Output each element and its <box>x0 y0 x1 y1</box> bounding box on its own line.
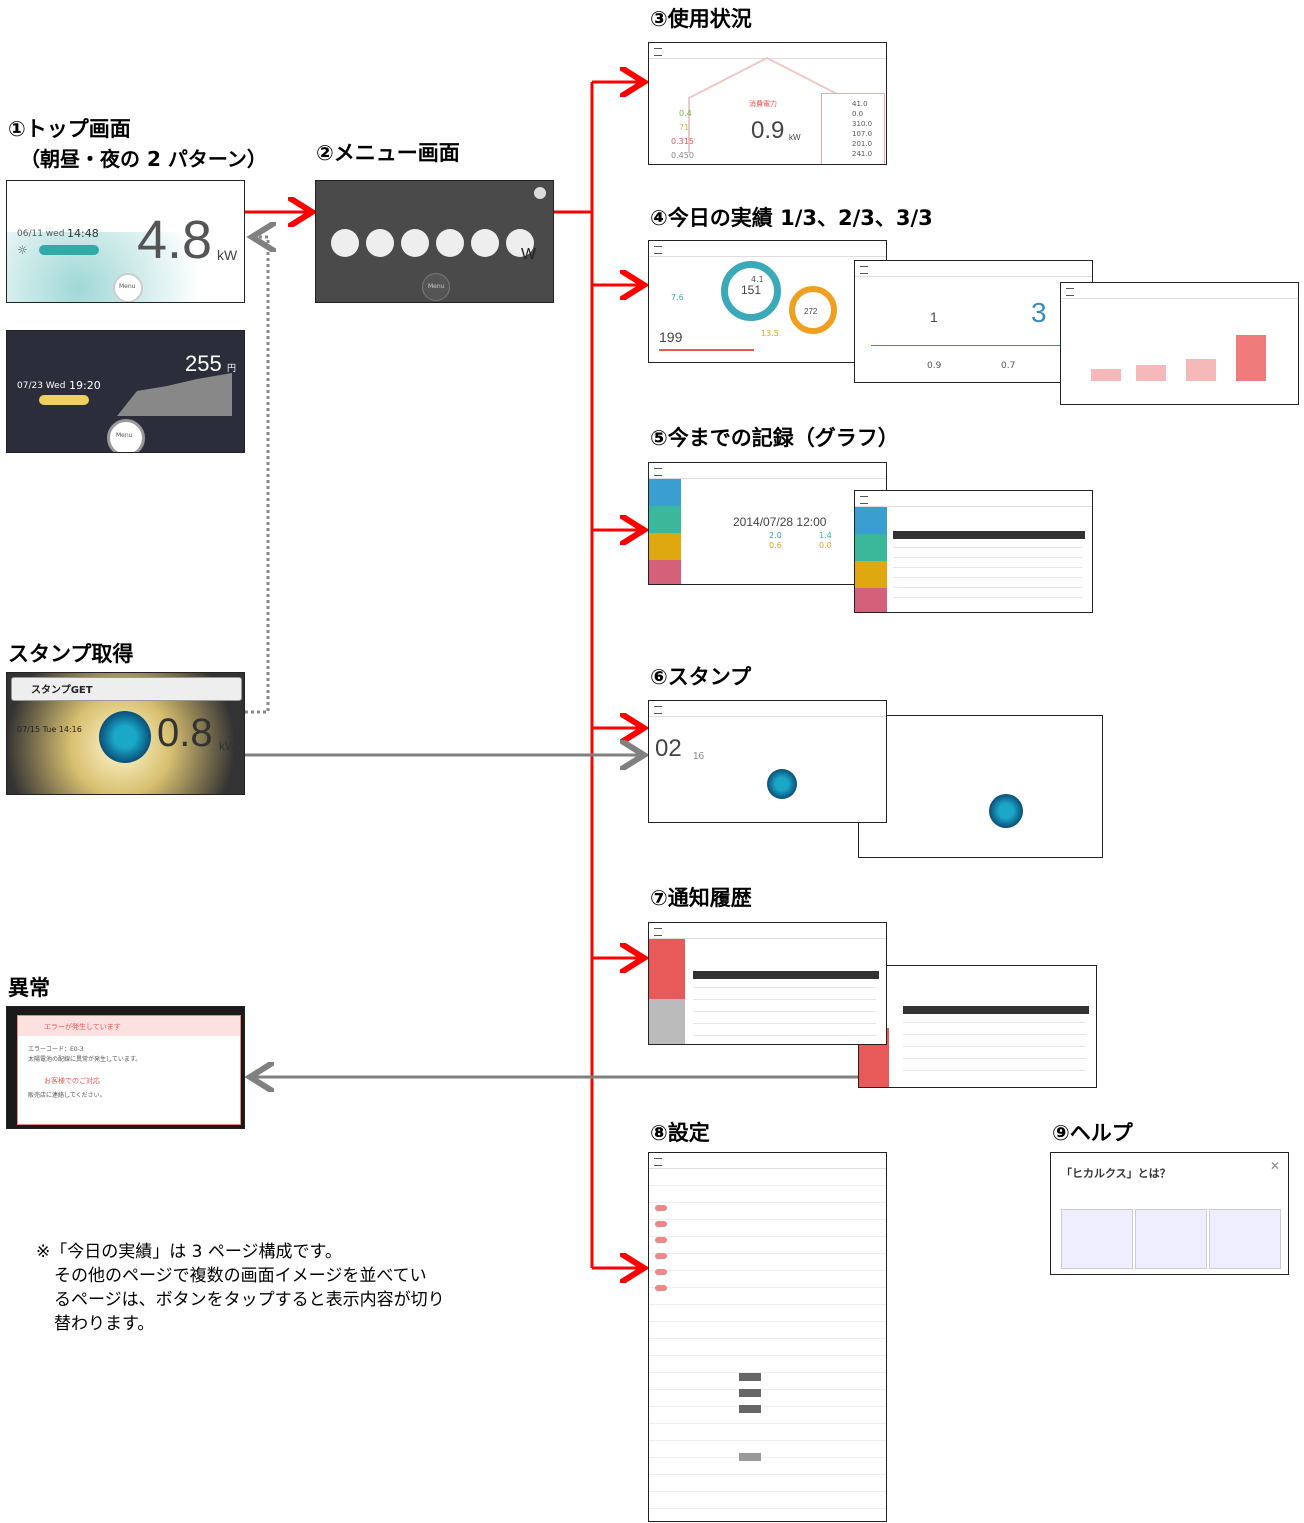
screen-records-1[interactable]: 2014/07/28 12:00 2.0 1.4 0.6 0.0 <box>648 462 887 585</box>
label-today-results: ④今日の実績 1/3、2/3、3/3 <box>650 206 933 230</box>
screen-today-1[interactable]: 151 272 199 7.6 13.5 4.1 <box>648 240 887 363</box>
stamp-get-time: 07/15 Tue 14:16 <box>17 725 82 734</box>
label-top-screen-sub: （朝昼・夜の 2 パターン） <box>20 147 267 171</box>
menu-button[interactable]: Menu <box>113 273 143 302</box>
menu-item-icon[interactable] <box>366 229 394 257</box>
menu-item-icon[interactable] <box>436 229 464 257</box>
menu-button[interactable]: Menu <box>107 419 145 452</box>
top-night-time: 19:20 <box>69 379 101 392</box>
menu-unit: W <box>521 246 537 263</box>
top-day-value: 4.8 <box>137 210 213 270</box>
label-stamp-get: スタンプ取得 <box>8 642 134 666</box>
screen-notifications-1[interactable] <box>648 922 887 1045</box>
label-top-screen: ①トップ画面 <box>8 117 131 141</box>
consumption-ring <box>789 286 837 334</box>
top-night-unit: 円 <box>227 363 237 373</box>
label-settings: ⑧設定 <box>650 1121 710 1145</box>
screen-top-night[interactable]: 07/23 Wed 19:20 255 円 Menu <box>6 330 245 453</box>
stamp-count: 02 <box>655 735 682 762</box>
screen-today-2[interactable]: 1 3 0.9 0.7 <box>854 260 1093 383</box>
error-contact-message: 販売店に連絡してください。 <box>28 1092 106 1099</box>
screen-menu[interactable]: W Menu <box>315 180 554 303</box>
close-icon[interactable] <box>534 187 546 199</box>
dotted-stampget-to-top <box>245 237 268 714</box>
usage-breakdown-panel: 41.0 0.0 310.0 107.0 201.0 241.0 <box>821 93 885 164</box>
status-pill <box>39 245 99 255</box>
screen-settings[interactable] <box>648 1152 887 1522</box>
label-usage: ③使用状況 <box>650 7 752 31</box>
settings-button[interactable] <box>739 1453 761 1461</box>
screen-error[interactable]: エラーが発生しています エラーコード：E0-3 太陽電池の配線に異常が発生してい… <box>6 1006 245 1129</box>
stamp-get-title: スタンプGET <box>31 685 93 696</box>
error-contact: お客様でのご対応 <box>44 1077 100 1085</box>
usage-title: 消費電力 <box>749 100 777 108</box>
screen-records-2[interactable] <box>854 490 1093 613</box>
menu-item-icon[interactable] <box>471 229 499 257</box>
label-menu-screen: ②メニュー画面 <box>316 141 460 165</box>
menu-item-icon[interactable] <box>506 229 534 257</box>
label-stamp: ⑥スタンプ <box>650 665 752 689</box>
menu-item-icon[interactable] <box>331 229 359 257</box>
label-notification-history: ⑦通知履歴 <box>650 886 752 910</box>
error-code: エラーコード：E0-3 <box>28 1046 84 1053</box>
menu-item-icon[interactable] <box>401 229 429 257</box>
records-datetime: 2014/07/28 12:00 <box>733 515 827 529</box>
screen-stamp-1[interactable]: 02 16 <box>648 700 887 823</box>
toggle[interactable] <box>739 1405 761 1413</box>
footnote-line1: ※「今日の実績」は 3 ページ構成です。 <box>36 1242 342 1262</box>
label-records-graph: ⑤今までの記録（グラフ） <box>650 426 899 450</box>
top-day-time: 14:48 <box>67 227 99 240</box>
close-icon[interactable]: ✕ <box>1269 1159 1280 1173</box>
arrow-menu-trunk <box>554 210 594 1268</box>
toggle[interactable] <box>739 1389 761 1397</box>
stamp-get-unit: kW <box>219 739 237 753</box>
screen-stamp-2[interactable] <box>858 715 1103 858</box>
help-title: 「ヒカルクス」とは？ <box>1061 1167 1171 1180</box>
error-message: 太陽電池の配線に異常が発生しています。 <box>28 1056 142 1063</box>
label-abnormal: 異常 <box>8 976 50 1000</box>
screen-today-3[interactable] <box>1060 282 1299 405</box>
screen-stamp-get[interactable]: スタンプGET 07/15 Tue 14:16 0.8 kW <box>6 672 245 795</box>
screen-top-day[interactable]: 06/11 wed 14:48 ☼ 4.8 kW Menu <box>6 180 245 303</box>
stamp-get-value: 0.8 <box>157 711 213 755</box>
footnote-line4: 替わります。 <box>54 1314 155 1334</box>
status-pill <box>39 395 89 405</box>
screen-help[interactable]: 「ヒカルクス」とは？ ✕ <box>1050 1152 1289 1275</box>
footnote: ※「今日の実績」は 3 ページ構成です。 その他のページで複数の画面イメージを並… <box>36 1240 556 1336</box>
stamp-total: 16 <box>693 751 705 762</box>
sun-icon: ☼ <box>17 243 28 257</box>
usage-value: 0.9 <box>751 117 785 144</box>
top-night-value: 255 <box>185 351 222 376</box>
error-title: エラーが発生しています <box>44 1023 121 1031</box>
top-day-date: 06/11 wed <box>17 229 65 239</box>
toggle[interactable] <box>739 1373 761 1381</box>
menu-button[interactable]: Menu <box>422 273 450 301</box>
usage-unit: kW <box>789 133 801 142</box>
footnote-line3: るページは、ボタンをタップすると表示内容が切り <box>54 1290 445 1310</box>
screen-notifications-2[interactable] <box>858 965 1097 1088</box>
footnote-line2: その他のページで複数の画面イメージを並べてい <box>54 1266 427 1286</box>
stamp-badge-icon <box>99 711 151 763</box>
top-night-date: 07/23 Wed <box>17 381 66 391</box>
screen-usage[interactable]: 消費電力 0.9 kW 41.0 0.0 310.0 107.0 201.0 2… <box>648 42 887 165</box>
progress-bar <box>659 349 754 351</box>
label-help: ⑨ヘルプ <box>1052 1121 1133 1145</box>
generation-ring <box>721 261 781 321</box>
top-day-unit: kW <box>217 247 238 263</box>
